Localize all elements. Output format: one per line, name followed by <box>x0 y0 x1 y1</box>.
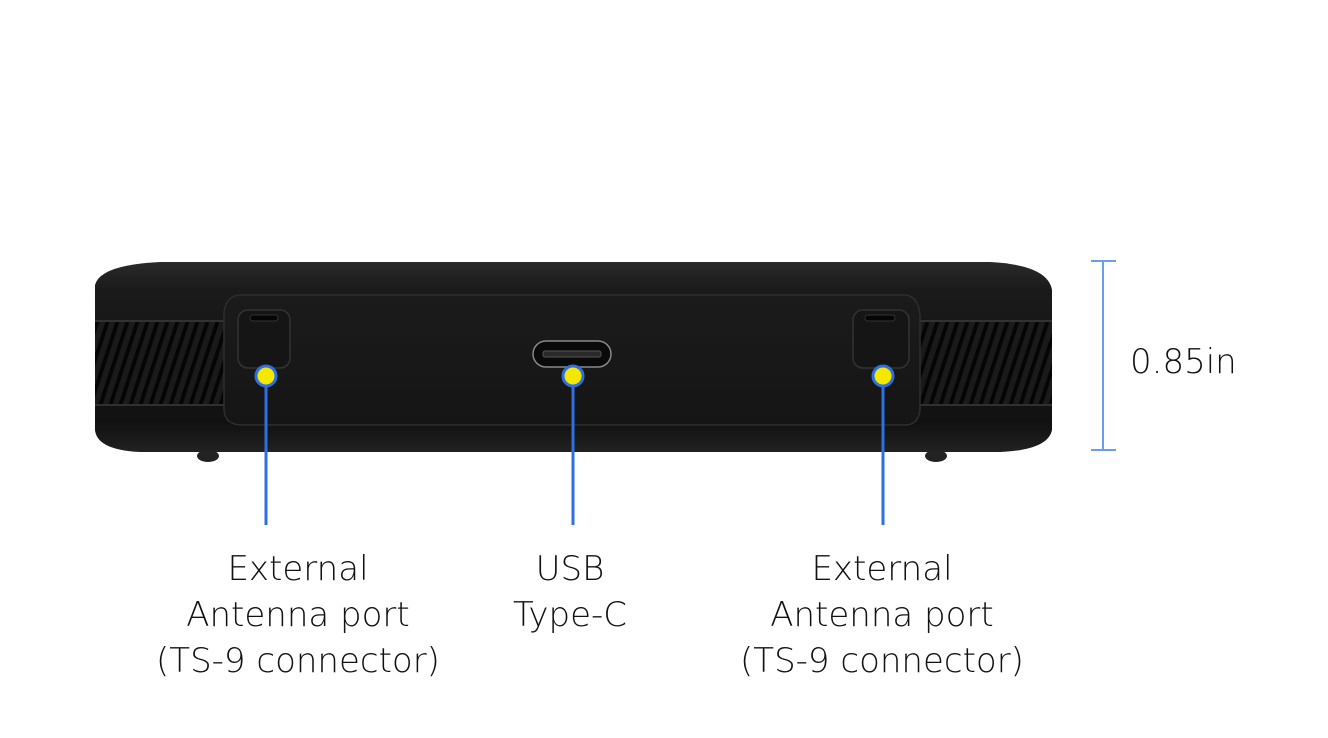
label-line: External <box>227 549 369 589</box>
label-left-antenna: External Antenna port (TS-9 connector) <box>148 546 448 684</box>
height-dimension-label: 0.85in <box>1130 342 1237 382</box>
callout-dot-icon <box>561 364 585 388</box>
label-line: Antenna port <box>770 595 994 635</box>
label-line: Type-C <box>512 595 628 635</box>
label-right-antenna: External Antenna port (TS-9 connector) <box>732 546 1032 684</box>
left-antenna-port <box>237 309 291 369</box>
left-grip-ridges <box>95 322 230 404</box>
usb-c-port <box>532 340 612 368</box>
height-dimension-bracket <box>1091 260 1116 451</box>
callout-left-antenna <box>254 364 278 525</box>
callout-dot-icon <box>871 364 895 388</box>
callout-dot-icon <box>254 364 278 388</box>
label-usb-c: USB Type-C <box>470 546 670 638</box>
label-line: (TS-9 connector) <box>740 641 1024 681</box>
label-line: Antenna port <box>186 595 410 635</box>
label-line: USB <box>535 549 605 589</box>
label-line: (TS-9 connector) <box>156 641 440 681</box>
callout-right-antenna <box>871 364 895 525</box>
right-antenna-port <box>852 309 910 369</box>
label-line: External <box>811 549 953 589</box>
callout-usb-c <box>561 364 585 525</box>
device-feet <box>197 450 947 462</box>
right-grip-ridges <box>918 322 1052 404</box>
